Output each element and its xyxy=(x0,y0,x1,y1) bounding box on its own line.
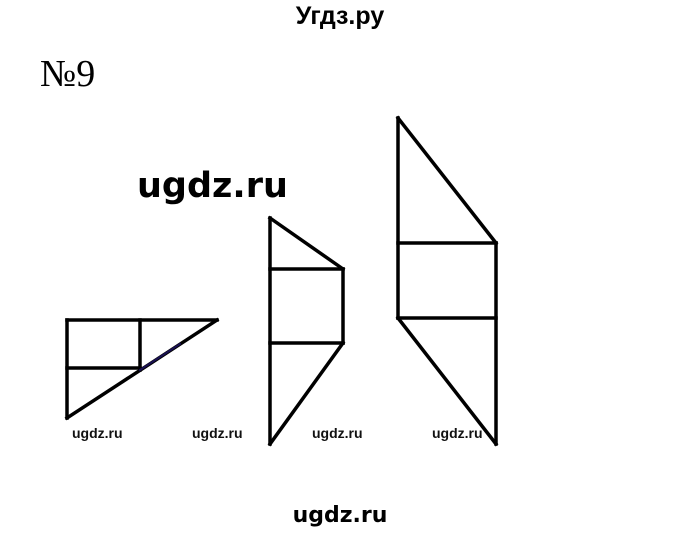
figure-right-triangle-split xyxy=(64,317,220,421)
figure-trapezoid-small xyxy=(267,215,346,447)
watermark-small-2: ugdz.ru xyxy=(192,425,243,441)
task-number: №9 xyxy=(40,53,96,95)
watermark-small-4: ugdz.ru xyxy=(432,425,483,441)
site-title: Угдз.ру xyxy=(295,2,385,30)
watermark-bottom: ugdz.ru xyxy=(292,503,388,528)
watermark-small-1: ugdz.ru xyxy=(72,425,123,441)
watermark-center: ugdz.ru xyxy=(137,166,288,206)
figure-trapezoid-large xyxy=(395,115,499,447)
watermark-small-3: ugdz.ru xyxy=(312,425,363,441)
